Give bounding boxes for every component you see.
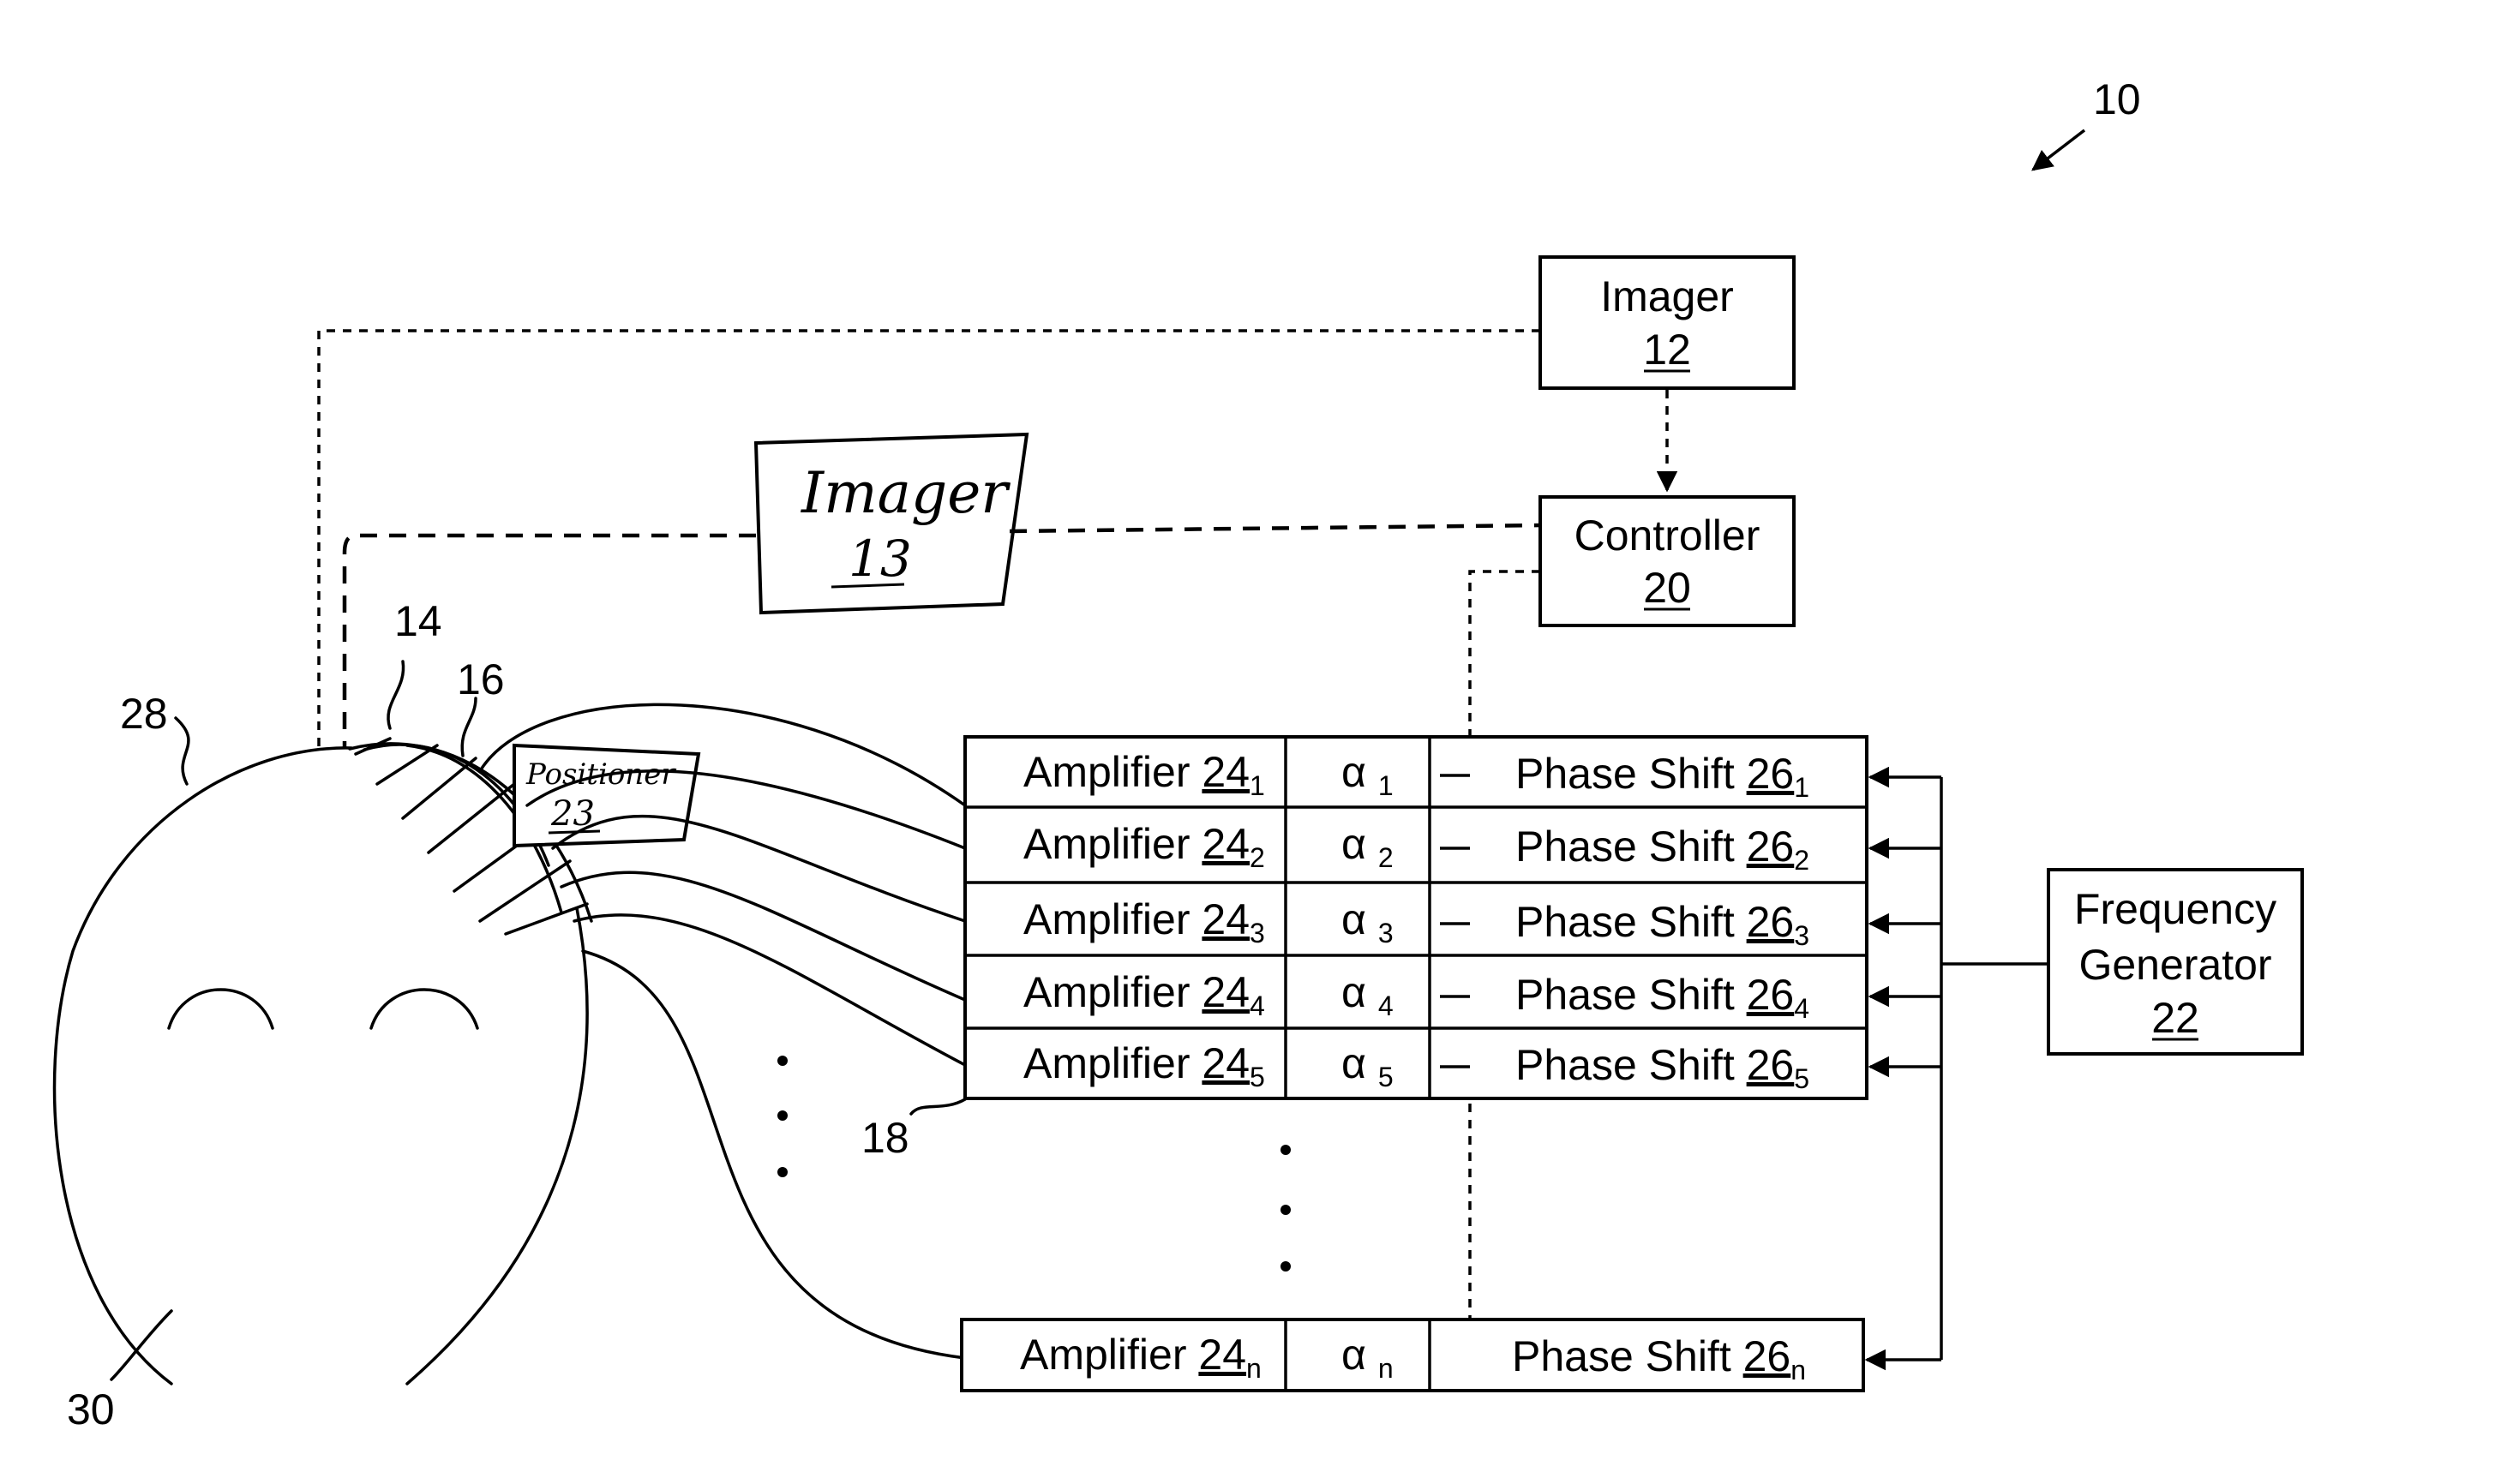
imager-12-block: Imager 12: [1540, 257, 1794, 388]
amplifier-label: Amplifier 243: [1023, 895, 1265, 948]
ref-10-arrow: [2033, 130, 2084, 170]
ref-14-leader: [388, 661, 404, 728]
row-ellipsis-dot-1: [1280, 1145, 1291, 1155]
imager-13-title: Imager: [801, 460, 1011, 526]
imager-13-block: Imager 13: [756, 434, 1027, 613]
controller-title: Controller: [1574, 512, 1760, 559]
imager-12-title: Imager: [1600, 272, 1734, 320]
frequency-bus: [1867, 777, 2048, 1360]
ref-18-label: 18: [861, 1114, 909, 1162]
imager-13-ref: 13: [849, 530, 912, 588]
ellipsis-dot-1: [777, 1056, 788, 1066]
row-ellipsis-dot-3: [1280, 1261, 1291, 1272]
ref-14-label: 14: [394, 597, 442, 645]
phase-shift-label: Phase Shift 261: [1515, 750, 1809, 803]
imager-13-to-controller-line: [1010, 525, 1540, 531]
head-outline-right: [407, 908, 587, 1384]
controller-ref: 20: [1643, 564, 1691, 612]
phase-shift-label: Phase Shift 263: [1515, 898, 1809, 951]
phase-shift-label: Phase Shift 265: [1515, 1041, 1809, 1094]
ellipsis-dot-2: [777, 1110, 788, 1121]
channel-table: Amplifier 241 α 1 Phase Shift 261 Amplif…: [962, 737, 1867, 1391]
ref-28-leader: [176, 718, 189, 784]
ref-18-leader: [911, 1099, 965, 1114]
frequency-generator-ref: 22: [2151, 994, 2199, 1042]
head-outline: [55, 748, 351, 1384]
ref-28-label: 28: [120, 690, 168, 738]
system-reference: 10: [2033, 75, 2141, 170]
eye-right: [371, 990, 477, 1028]
amplifier-label: Amplifier 244: [1023, 968, 1265, 1021]
phase-shift-label: Phase Shift 264: [1515, 971, 1809, 1024]
imager-12-ref: 12: [1643, 326, 1691, 374]
array-division-3: [403, 758, 476, 818]
ref-30-leader: [111, 1311, 171, 1379]
amplifier-label: Amplifier 24n: [1020, 1331, 1262, 1384]
amplifier-label: Amplifier 241: [1023, 748, 1265, 801]
controller-block: Controller 20: [1540, 497, 1794, 625]
frequency-generator-title-2: Generator: [2078, 941, 2271, 989]
frequency-generator-title-1: Frequency: [2074, 885, 2276, 933]
row-ellipsis-dot-2: [1280, 1205, 1291, 1215]
phase-shift-label: Phase Shift 26n: [1512, 1332, 1806, 1385]
array-division-4: [429, 784, 514, 853]
array-division-6: [480, 861, 570, 921]
frequency-generator-block: Frequency Generator 22: [2048, 870, 2302, 1054]
array-division-7: [506, 904, 587, 934]
ref-10-label: 10: [2093, 75, 2141, 123]
patient-head: 28 30: [55, 690, 588, 1433]
ref-16-label: 16: [457, 655, 505, 703]
drive-line-4: [561, 872, 965, 1000]
ref-16-leader: [462, 698, 476, 756]
amplifier-label: Amplifier 245: [1023, 1039, 1265, 1092]
drive-line-5: [574, 915, 965, 1065]
array-division-2: [377, 745, 437, 784]
eye-left: [169, 990, 273, 1028]
ref-30-label: 30: [67, 1385, 115, 1433]
amplifier-label: Amplifier 242: [1023, 820, 1265, 873]
phase-shift-label: Phase Shift 262: [1515, 823, 1809, 876]
ellipsis-dot-3: [777, 1167, 788, 1177]
